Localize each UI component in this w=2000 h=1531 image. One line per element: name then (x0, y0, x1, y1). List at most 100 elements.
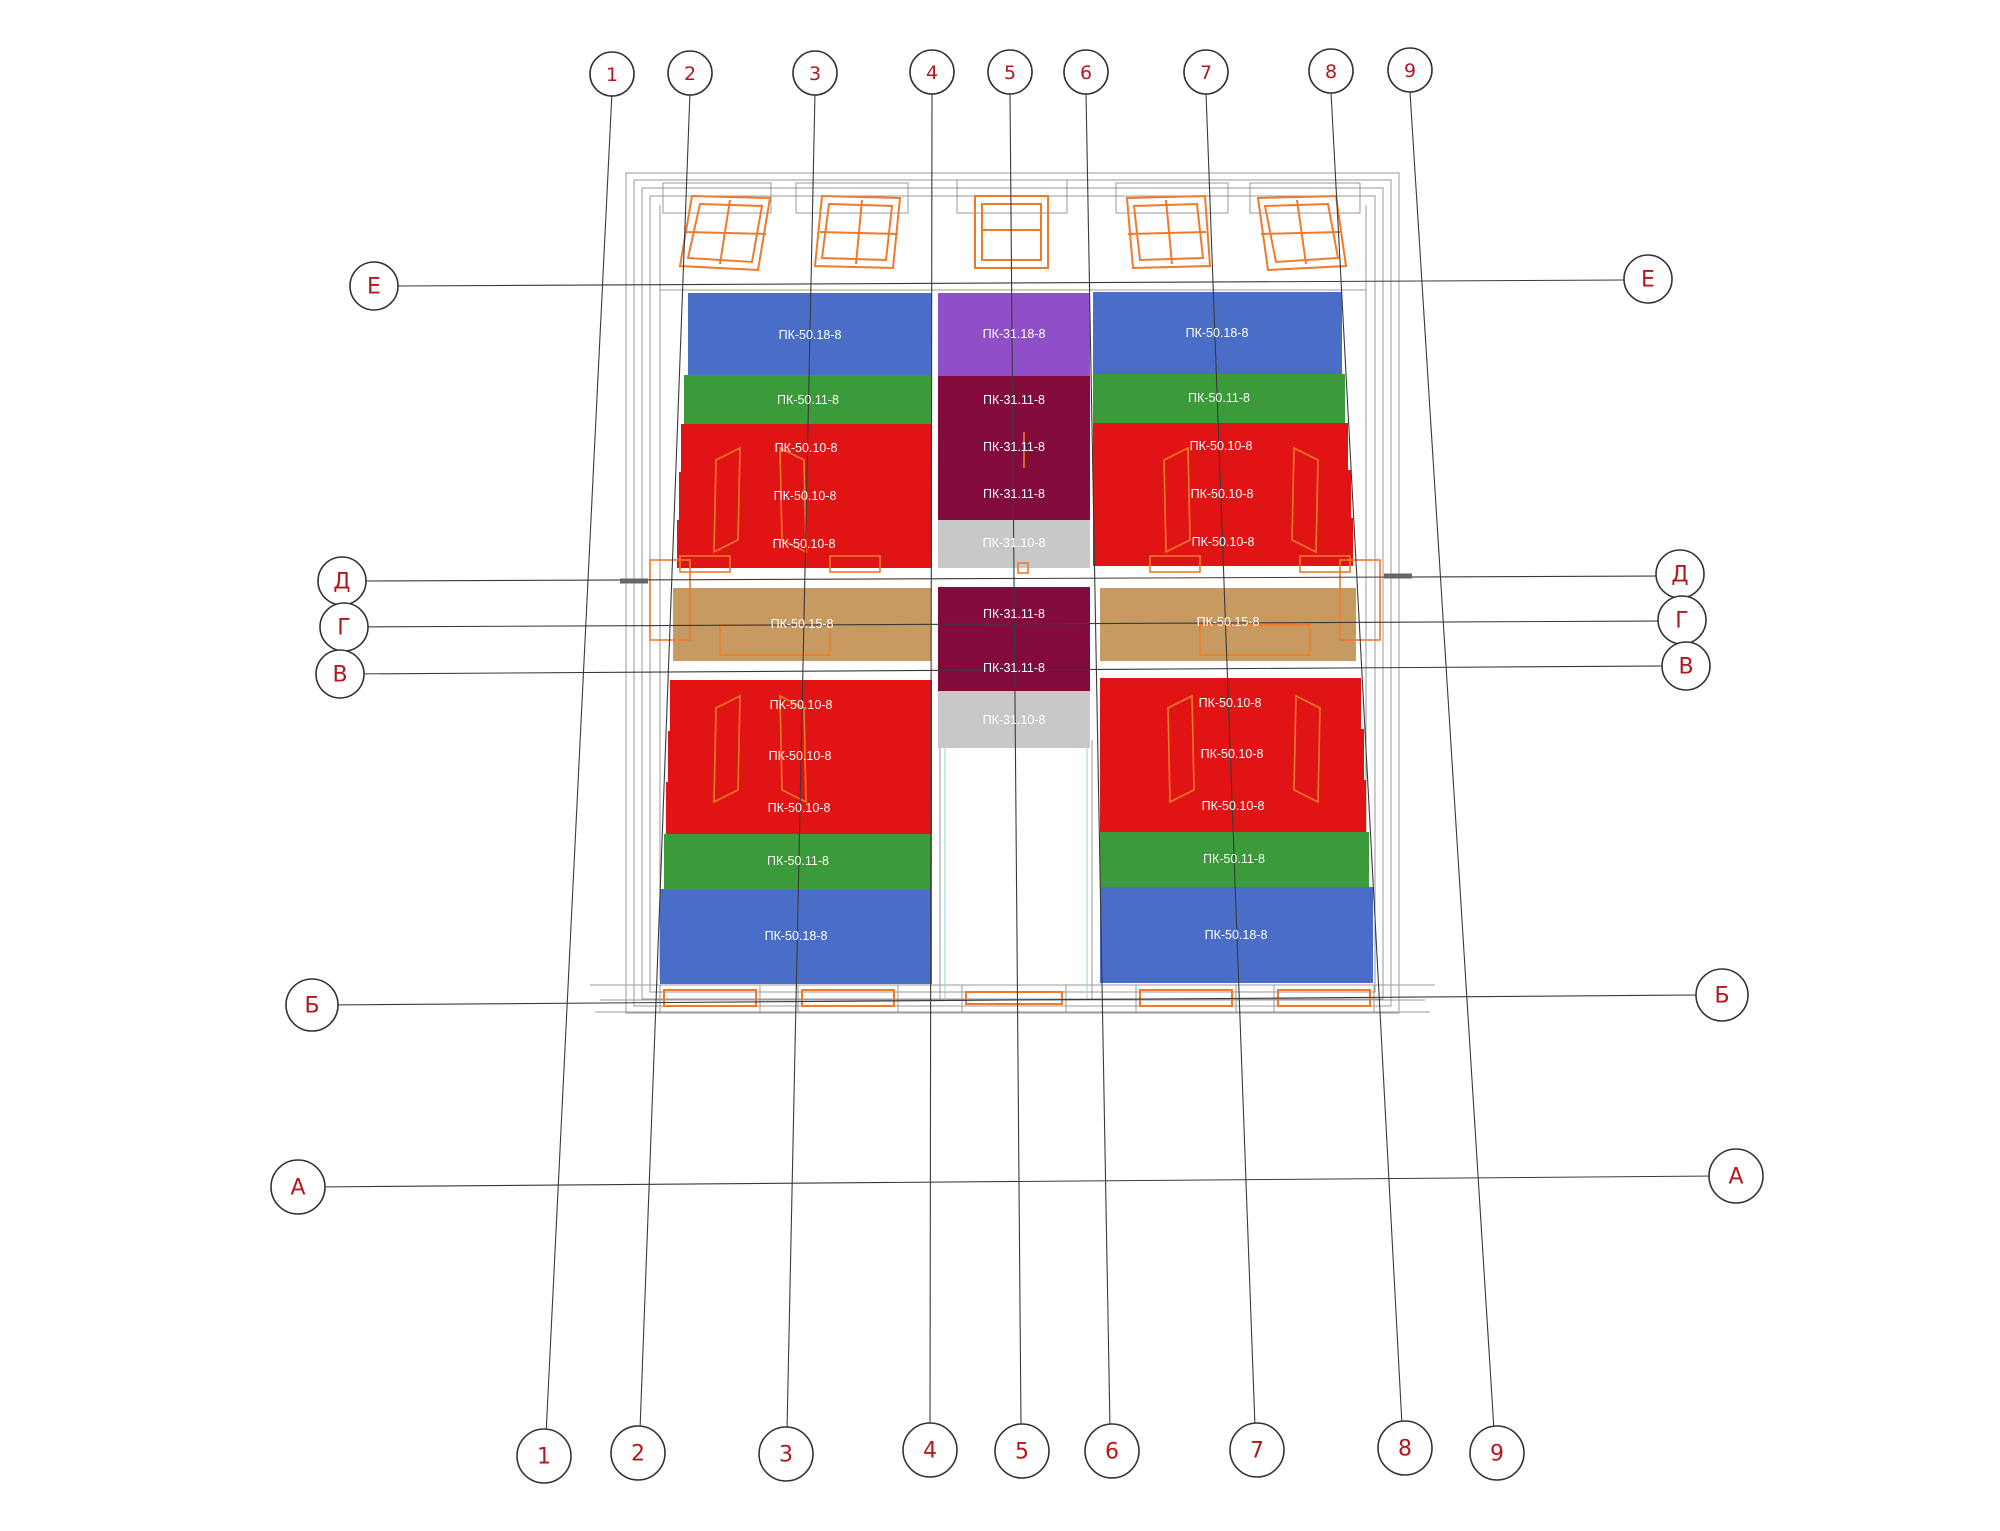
label-tl-1: ПК-50.18-8 (779, 328, 842, 342)
slab-bl-5 (660, 889, 932, 984)
axis-e-right: Е (1623, 254, 1673, 304)
slab-tr-1 (1093, 292, 1342, 374)
slabs (660, 292, 1373, 984)
label-tl-5: ПК-50.10-8 (773, 537, 836, 551)
axis-a-right: А (1708, 1148, 1764, 1204)
svg-text:5: 5 (1015, 1440, 1029, 1465)
axis-e-left: Е (349, 261, 399, 311)
svg-text:Г: Г (337, 616, 350, 641)
axis-bubbles-bottom: 1 2 3 4 5 6 7 8 9 (516, 1420, 1525, 1484)
label-bl-5: ПК-50.18-8 (765, 929, 828, 943)
label-bl-4: ПК-50.11-8 (767, 854, 829, 868)
label-tl-3: ПК-50.10-8 (775, 441, 838, 455)
label-tl-2: ПК-50.11-8 (777, 393, 839, 407)
axis-2-bottom: 2 (610, 1425, 666, 1481)
svg-text:6: 6 (1080, 62, 1092, 84)
label-tr-4: ПК-50.10-8 (1191, 487, 1254, 501)
label-bl-3: ПК-50.10-8 (768, 801, 831, 815)
slab-c-1 (938, 293, 1090, 376)
svg-text:А: А (1728, 1165, 1743, 1190)
label-tr-5: ПК-50.10-8 (1192, 535, 1255, 549)
svg-text:А: А (290, 1176, 305, 1201)
axis-d-right: Д (1655, 549, 1705, 599)
svg-text:3: 3 (779, 1443, 793, 1468)
axis-1-top: 1 (589, 51, 635, 97)
slab-c-8 (938, 691, 1090, 748)
svg-text:8: 8 (1398, 1437, 1412, 1462)
label-ml: ПК-50.15-8 (771, 617, 834, 631)
svg-text:9: 9 (1404, 60, 1416, 82)
slab-br-1 (1100, 678, 1361, 729)
axis-7-top: 7 (1183, 49, 1229, 95)
svg-text:1: 1 (537, 1445, 551, 1470)
label-c-8: ПК-31.10-8 (983, 713, 1046, 727)
axis-bubbles-top: 1 2 3 4 5 6 7 8 9 (589, 47, 1433, 97)
label-c-3: ПК-31.11-8 (983, 440, 1045, 454)
label-bl-2: ПК-50.10-8 (769, 749, 832, 763)
svg-text:В: В (1678, 655, 1693, 680)
slab-tr-3 (1093, 423, 1348, 470)
svg-text:Е: Е (367, 275, 381, 300)
svg-text:Г: Г (1675, 609, 1688, 634)
axis-5-top: 5 (987, 49, 1033, 95)
svg-text:8: 8 (1325, 61, 1337, 83)
axis-2-top: 2 (667, 50, 713, 96)
opening-details (649, 432, 1381, 804)
label-c-2: ПК-31.11-8 (983, 393, 1045, 407)
label-mr: ПК-50.15-8 (1197, 615, 1260, 629)
axis-bubbles-right: Е Д Г В Б А (1623, 254, 1764, 1204)
label-c-7: ПК-31.11-8 (983, 661, 1045, 675)
slab-tr-4 (1093, 470, 1351, 518)
label-c-6: ПК-31.11-8 (983, 607, 1045, 621)
axis-bubbles-left: Е Д Г В Б А (270, 261, 399, 1215)
svg-text:Б: Б (1714, 984, 1729, 1009)
label-tr-1: ПК-50.18-8 (1186, 326, 1249, 340)
svg-text:Д: Д (333, 570, 350, 595)
slab-c-7 (938, 635, 1090, 691)
label-br-3: ПК-50.10-8 (1202, 799, 1265, 813)
axis-d-left: Д (317, 556, 367, 606)
slab-bl-1 (670, 680, 932, 731)
slab-bl-2 (668, 731, 932, 782)
axis-v-left: В (315, 649, 365, 699)
label-br-5: ПК-50.18-8 (1205, 928, 1268, 942)
label-c-5: ПК-31.10-8 (983, 536, 1046, 550)
svg-text:2: 2 (684, 63, 696, 85)
axis-v-right: В (1661, 641, 1711, 691)
label-br-2: ПК-50.10-8 (1201, 747, 1264, 761)
svg-text:4: 4 (926, 62, 938, 84)
svg-text:5: 5 (1004, 62, 1016, 84)
axis-6-top: 6 (1063, 49, 1109, 95)
slab-tr-2 (1093, 374, 1345, 423)
axis-8-bottom: 8 (1377, 1420, 1433, 1476)
svg-text:В: В (332, 663, 347, 688)
label-tr-2: ПК-50.11-8 (1188, 391, 1250, 405)
label-br-4: ПК-50.11-8 (1203, 852, 1265, 866)
axis-1-bottom: 1 (516, 1428, 572, 1484)
label-br-1: ПК-50.10-8 (1199, 696, 1262, 710)
svg-text:3: 3 (809, 63, 821, 85)
axis-5-bottom: 5 (994, 1423, 1050, 1479)
svg-text:4: 4 (923, 1439, 937, 1464)
axis-4-bottom: 4 (902, 1422, 958, 1478)
slab-tl-5 (677, 520, 932, 568)
axis-4-top: 4 (909, 49, 955, 95)
svg-text:2: 2 (631, 1442, 645, 1467)
axis-8-top: 8 (1308, 48, 1354, 94)
axis-b-left: Б (285, 978, 339, 1032)
axis-9-bottom: 9 (1469, 1425, 1525, 1481)
svg-text:7: 7 (1200, 62, 1212, 84)
axis-a-left: А (270, 1159, 326, 1215)
label-c-4: ПК-31.11-8 (983, 487, 1045, 501)
slab-tl-3 (681, 424, 932, 472)
axis-9-top: 9 (1387, 47, 1433, 93)
svg-text:Б: Б (304, 994, 319, 1019)
svg-text:9: 9 (1490, 1442, 1504, 1467)
axis-g-left: Г (319, 602, 369, 652)
svg-text:7: 7 (1250, 1439, 1264, 1464)
svg-text:6: 6 (1105, 1440, 1119, 1465)
label-c-1: ПК-31.18-8 (983, 327, 1046, 341)
slab-c-2 (938, 376, 1090, 424)
grid-axis-lines (313, 91, 1717, 1436)
